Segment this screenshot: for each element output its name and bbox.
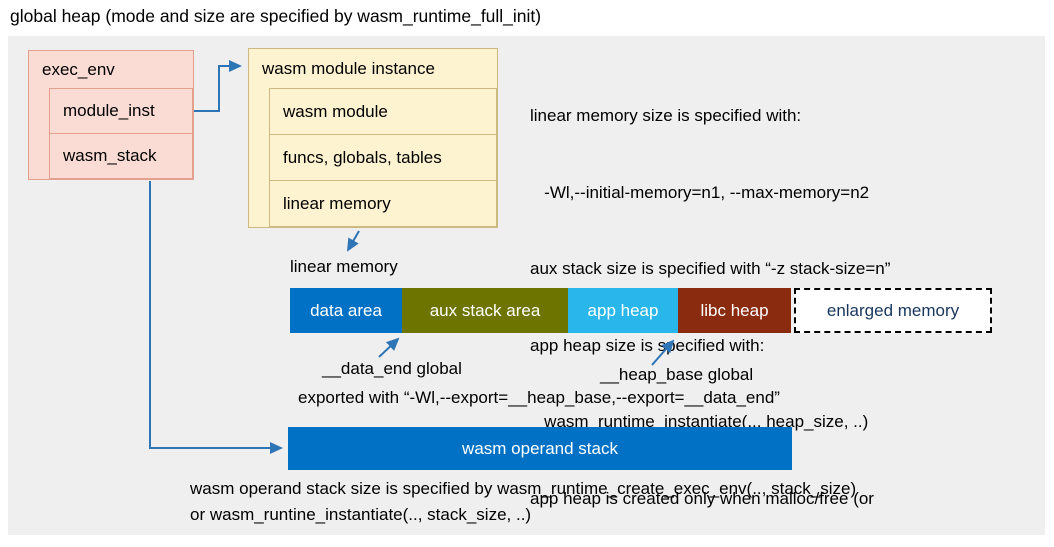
heap-base-global-label: __heap_base global (600, 365, 754, 384)
linear-memory-row: linear memory (269, 180, 497, 227)
diagram-title: global heap (mode and size are specified… (10, 6, 542, 26)
memory-segment-libc-heap: libc heap (678, 288, 791, 333)
memory-segment-app-heap: app heap (568, 288, 678, 333)
memory-segment-aux-stack-area: aux stack area (402, 288, 568, 333)
wasm-module-instance-label: wasm module instance (262, 59, 435, 78)
note-line: aux stack size is specified with “-z sta… (530, 259, 891, 278)
note-line: wasm_runtime_instantiate(.., heap_size, … (530, 412, 869, 431)
exec-env-label: exec_env (42, 60, 115, 79)
memory-size-notes: linear memory size is specified with: -W… (530, 52, 890, 547)
note-line: app heap is created only when malloc/fre… (530, 488, 874, 508)
memory-segment-data-area: data area (290, 288, 402, 333)
exec-env-children: module_inst wasm_stack (49, 88, 193, 179)
wasm-operand-stack-bar: wasm operand stack (288, 427, 792, 470)
note-line: -Wl,--initial-memory=n1, --max-memory=n2 (530, 182, 870, 202)
module-inst-box: module_inst (49, 88, 193, 134)
operand-stack-notes: wasm operand stack size is specified by … (190, 476, 856, 528)
export-note: exported with “-Wl,--export=__heap_base,… (298, 388, 780, 407)
data-end-global-label: __data_end global (322, 359, 462, 378)
wasm-module-row: wasm module (269, 88, 497, 135)
note-line: wasm operand stack size is specified by … (190, 479, 857, 498)
wasm-stack-box: wasm_stack (49, 133, 193, 179)
exec-env-box: exec_env module_inst wasm_stack (28, 50, 194, 180)
memory-segment-enlarged-memory: enlarged memory (794, 288, 992, 333)
note-line: linear memory size is specified with: (530, 106, 802, 125)
note-line: app heap size is specified with: (530, 335, 765, 355)
funcs-globals-tables-row: funcs, globals, tables (269, 134, 497, 181)
wasm-module-instance-box: wasm module instance wasm module funcs, … (248, 48, 498, 228)
note-line: or wasm_runtine_instantiate(.., stack_si… (190, 505, 532, 524)
wasm-module-instance-rows: wasm module funcs, globals, tables linea… (269, 88, 497, 227)
linear-memory-bar: data area aux stack area app heap libc h… (290, 288, 992, 333)
linear-memory-bar-label: linear memory (290, 257, 398, 276)
